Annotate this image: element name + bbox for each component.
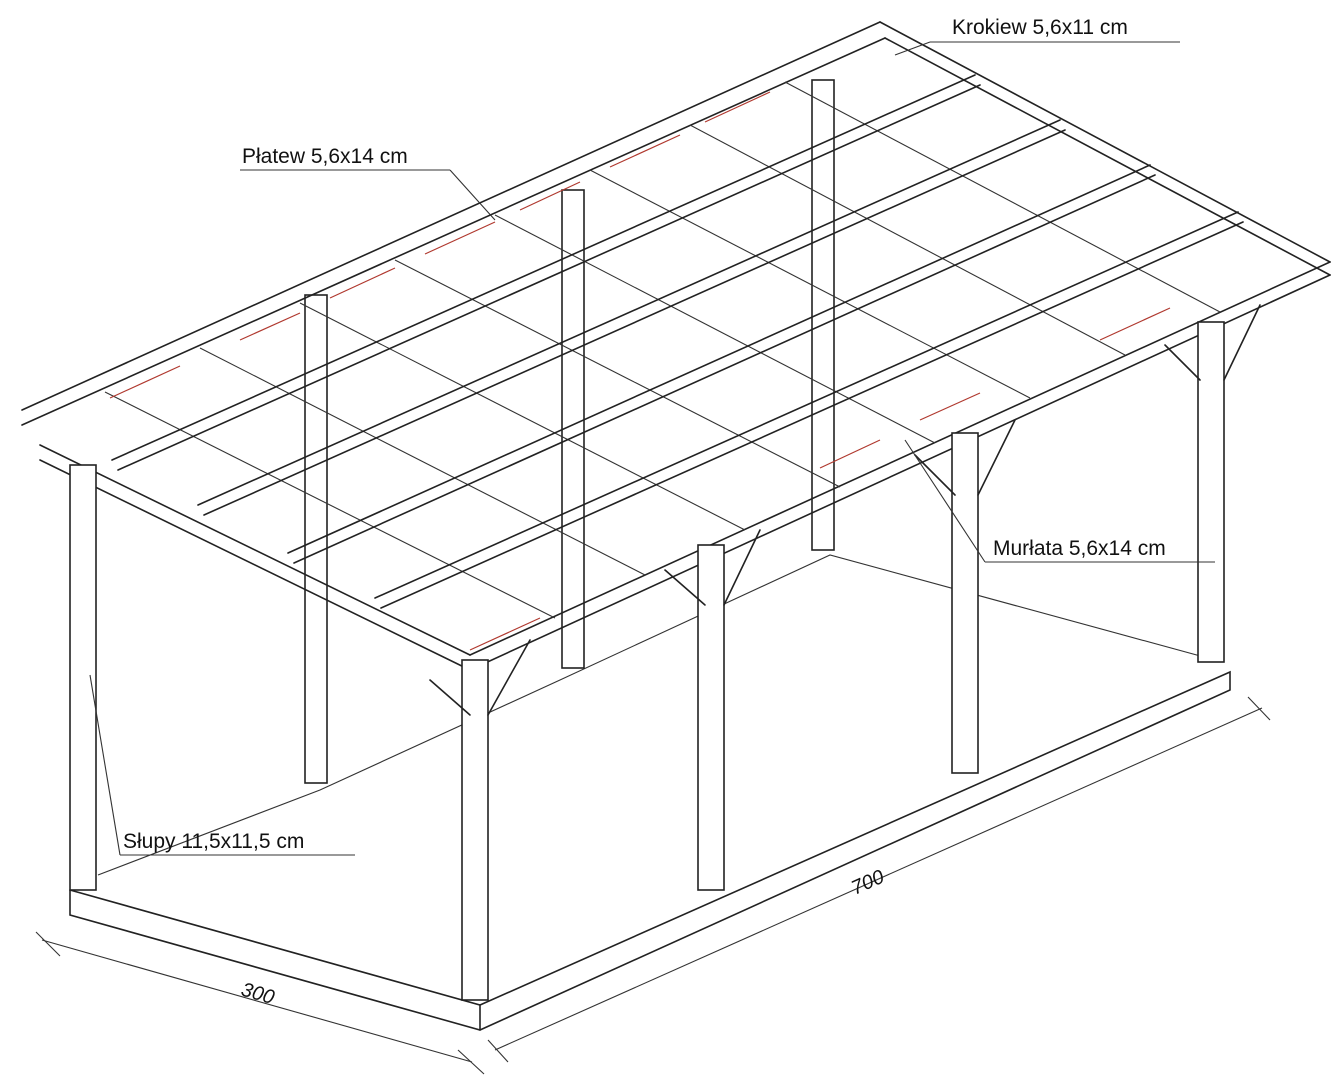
label-murlata: Murłata 5,6x14 cm — [904, 439, 1215, 563]
label-krokiew: Krokiew 5,6x11 cm — [894, 16, 1180, 56]
purlins — [111, 74, 1244, 609]
dimension-width: 300 — [35, 931, 485, 1075]
knee-braces — [429, 304, 1261, 716]
label-platew: Płatew 5,6x14 cm — [240, 145, 496, 221]
front-posts — [69, 321, 1225, 1001]
dimension-length: 700 — [487, 696, 1271, 1063]
murlata-label: Murłata 5,6x14 cm — [993, 537, 1166, 560]
dimension-length-label: 700 — [848, 866, 887, 900]
platew-label: Płatew 5,6x14 cm — [242, 145, 408, 168]
dimension-width-label: 300 — [239, 979, 277, 1009]
floor-slab — [69, 554, 1231, 1031]
red-accents — [109, 91, 1171, 651]
roof-frame — [21, 21, 1331, 671]
krokiew-label: Krokiew 5,6x11 cm — [952, 16, 1128, 39]
back-posts — [304, 79, 835, 784]
slupy-label: Słupy 11,5x11,5 cm — [123, 830, 304, 853]
label-slupy: Słupy 11,5x11,5 cm — [89, 674, 355, 856]
